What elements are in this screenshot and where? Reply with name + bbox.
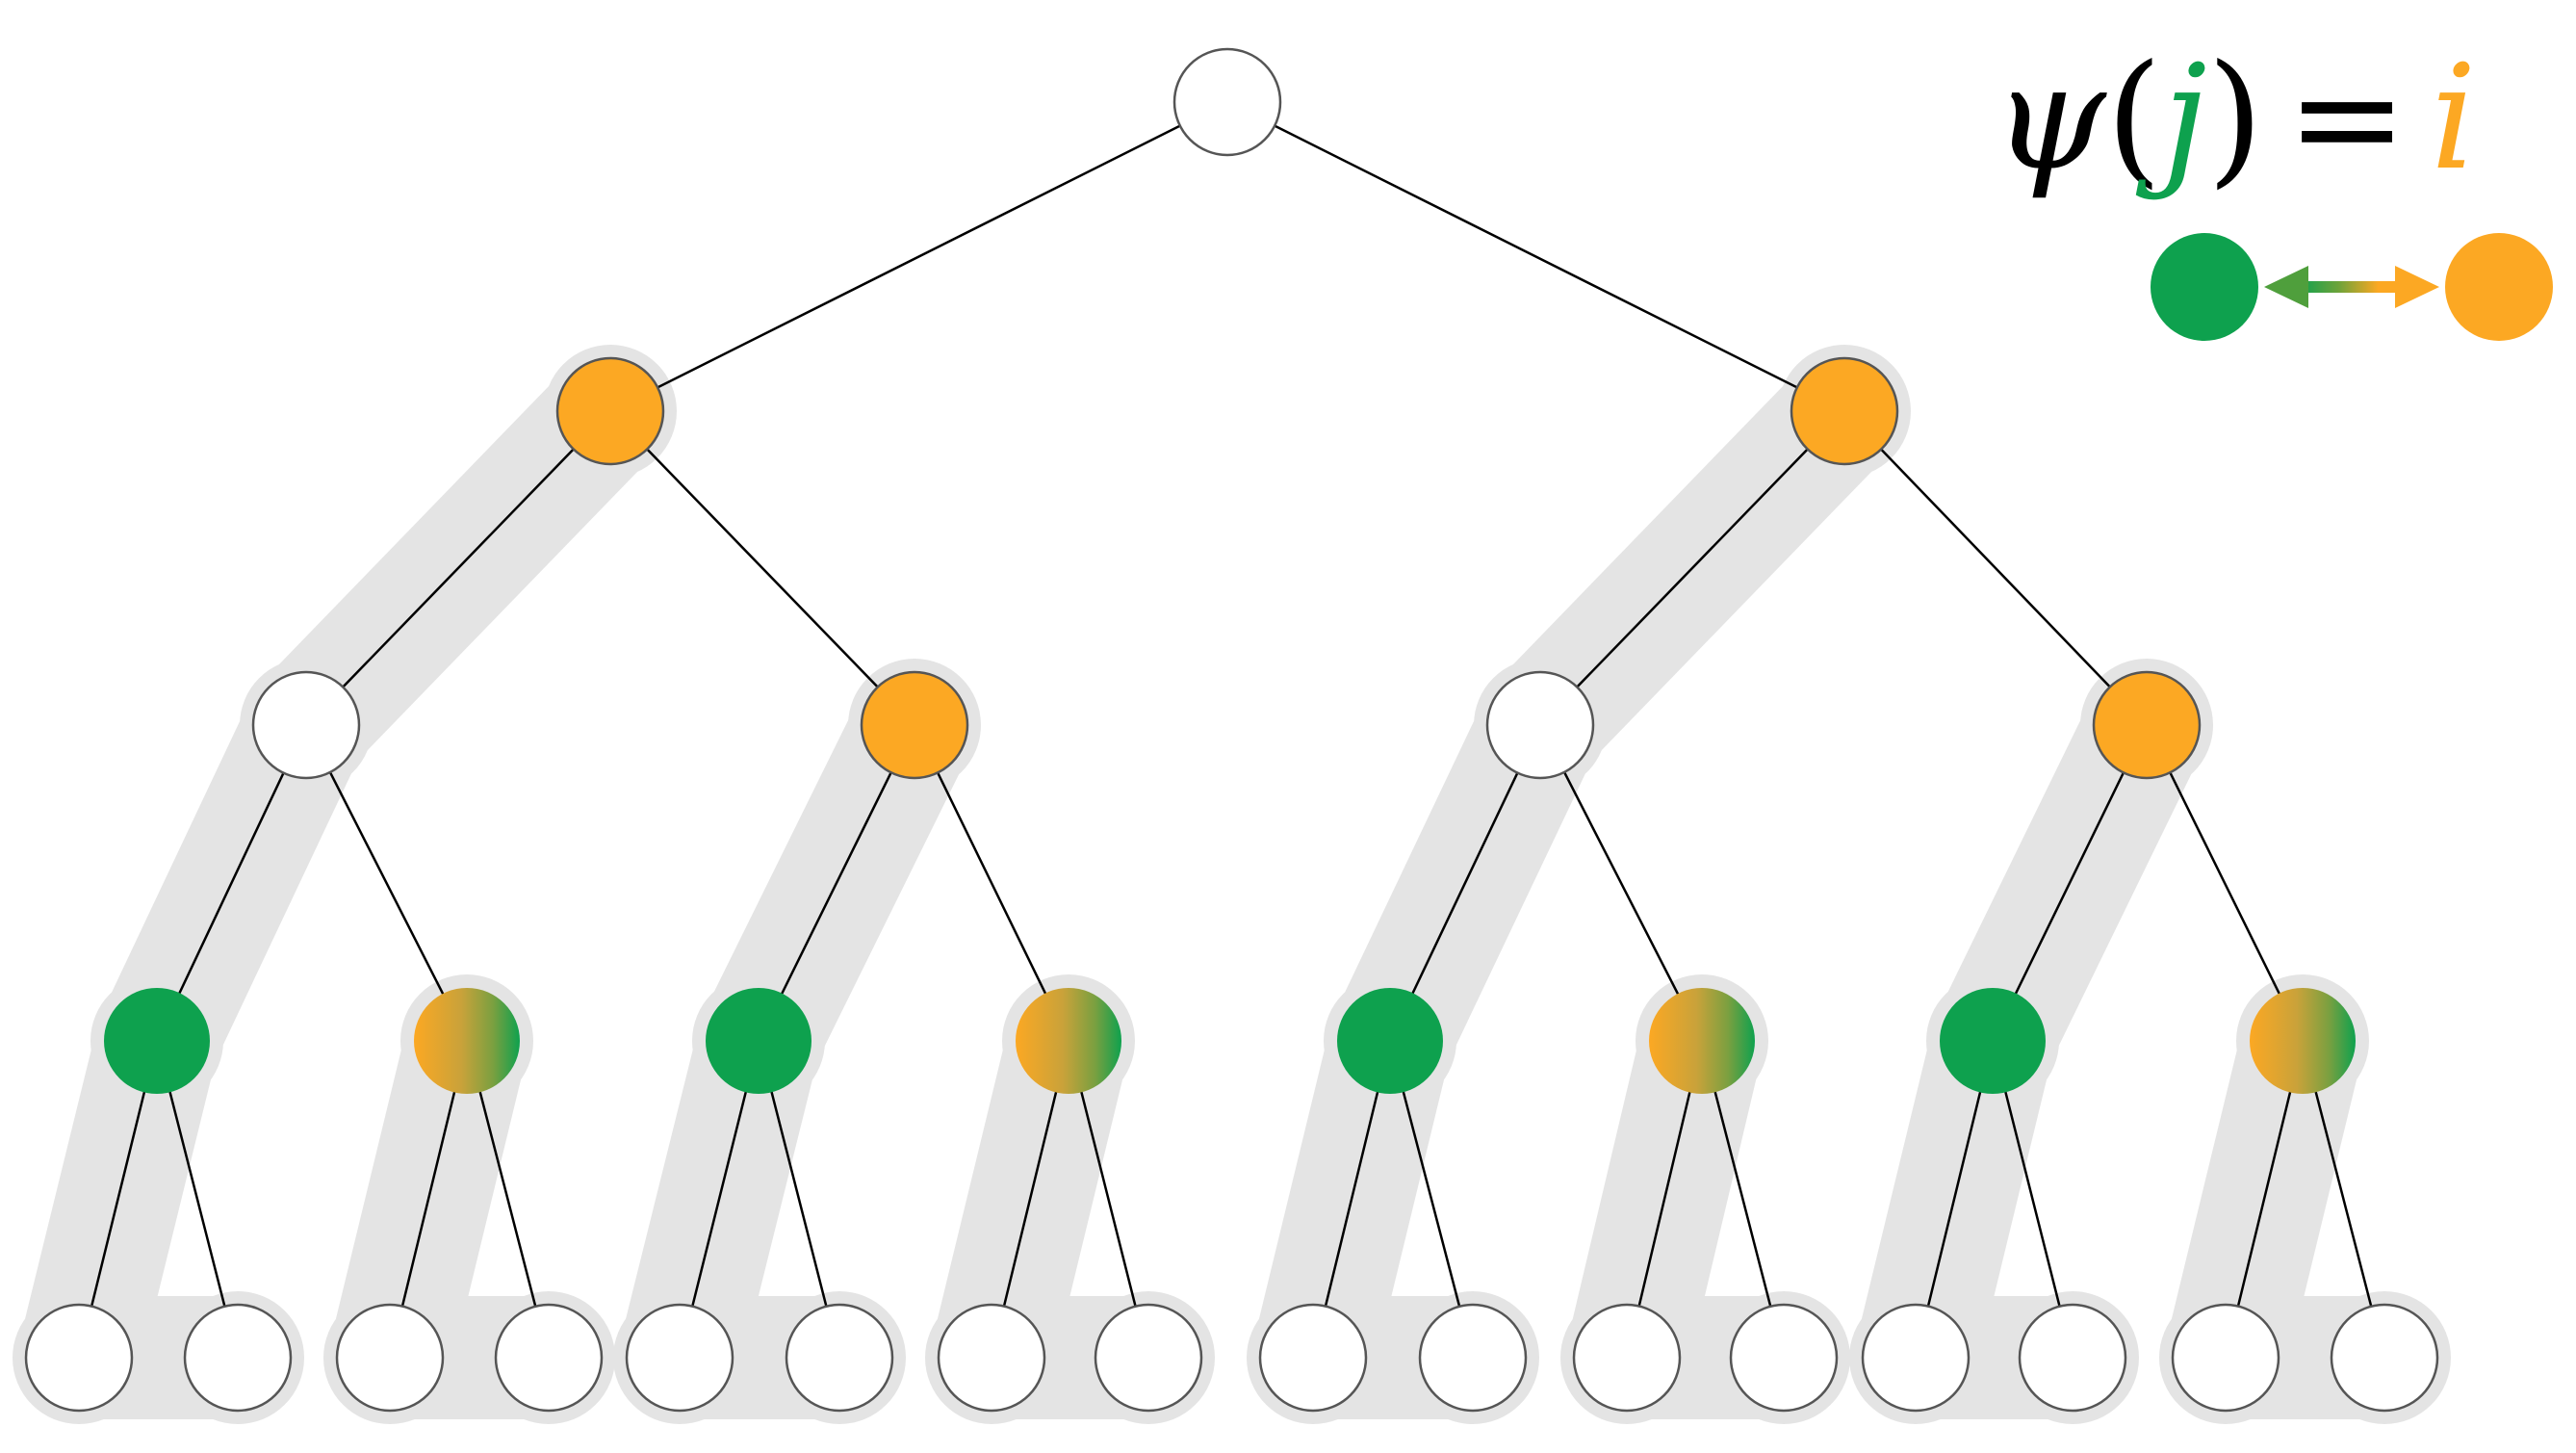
tree-edge [1842,409,2149,727]
tree-edge [2145,723,2305,1043]
tree-edge [155,1039,240,1360]
tree-edge [757,723,916,1043]
tree-edge [1538,723,1704,1043]
tree-node-white [1572,1303,1682,1413]
tree-edge [2224,1039,2305,1360]
legend [2151,233,2553,341]
tree-node-green [104,988,210,1094]
formula-open-paren: ( [2105,35,2163,202]
double-arrow-icon [2264,266,2439,308]
tree-edge [913,723,1070,1043]
tree-node-green [1337,988,1443,1094]
tree-node-white [183,1303,293,1413]
tree-edge [1914,1039,1995,1360]
tree-edges [77,100,2386,1360]
tree-edge [1991,1039,2074,1360]
tree-node-green [1940,988,2046,1094]
tree-node-white [1258,1303,1368,1413]
tree-edge [1538,409,1846,727]
tree-edge [678,1039,760,1360]
tree-node-white [1094,1303,1203,1413]
tree-edge [155,723,308,1043]
tree-edge [304,409,612,727]
tree-node-white [937,1303,1046,1413]
tree-node-gradient [1016,988,1121,1094]
formula-psi: ψ [1993,35,2106,202]
tree-edge [1991,723,2149,1043]
tree-node-orange [555,356,665,466]
formula-i: i [2430,35,2477,202]
tree-node-white [1172,47,1282,157]
tree-edge [1311,1039,1392,1360]
tree-edge [757,1039,841,1360]
tree-node-white [24,1303,134,1413]
tree-edge [990,1039,1070,1360]
tree-node-white [1418,1303,1528,1413]
formula-equals: = [2286,35,2408,202]
legend-orange-circle [2445,233,2553,341]
tree-node-white [1485,670,1595,780]
tree-edge [608,100,1229,413]
tree-edge [608,409,916,727]
legend-green-circle [2151,233,2258,341]
tree-node-white [494,1303,604,1413]
tree-edge [77,1039,159,1360]
tree-edge [1067,1039,1150,1360]
tree-node-white [2018,1303,2127,1413]
tree-node-gradient [1649,988,1755,1094]
tree-node-green [706,988,811,1094]
tree-edge [1225,100,1846,413]
tree-node-white [335,1303,445,1413]
tree-edge [1388,723,1542,1043]
tree-edge [388,1039,469,1360]
tree-node-gradient [2250,988,2356,1094]
formula: ψ(j)=i [1993,27,2561,210]
tree-edge [1700,1039,1786,1360]
tree-node-white [625,1303,734,1413]
tree-node-orange [860,670,969,780]
formula-j: j [2162,35,2207,202]
tree-node-white [251,670,361,780]
formula-close-paren: ) [2206,35,2264,202]
tree-node-orange [1790,356,1899,466]
tree-node-white [2171,1303,2280,1413]
highlight-paths [13,345,2451,1424]
tree-edge [1625,1039,1704,1360]
tree-node-white [2330,1303,2439,1413]
tree-node-white [785,1303,894,1413]
tree-edge [2301,1039,2386,1360]
tree-edge [1388,1039,1475,1360]
tree-nodes [24,47,2439,1413]
tree-node-orange [2092,670,2202,780]
tree-edge [465,1039,551,1360]
tree-node-gradient [414,988,520,1094]
tree-edge [304,723,469,1043]
tree-node-white [1729,1303,1839,1413]
tree-node-white [1861,1303,1971,1413]
